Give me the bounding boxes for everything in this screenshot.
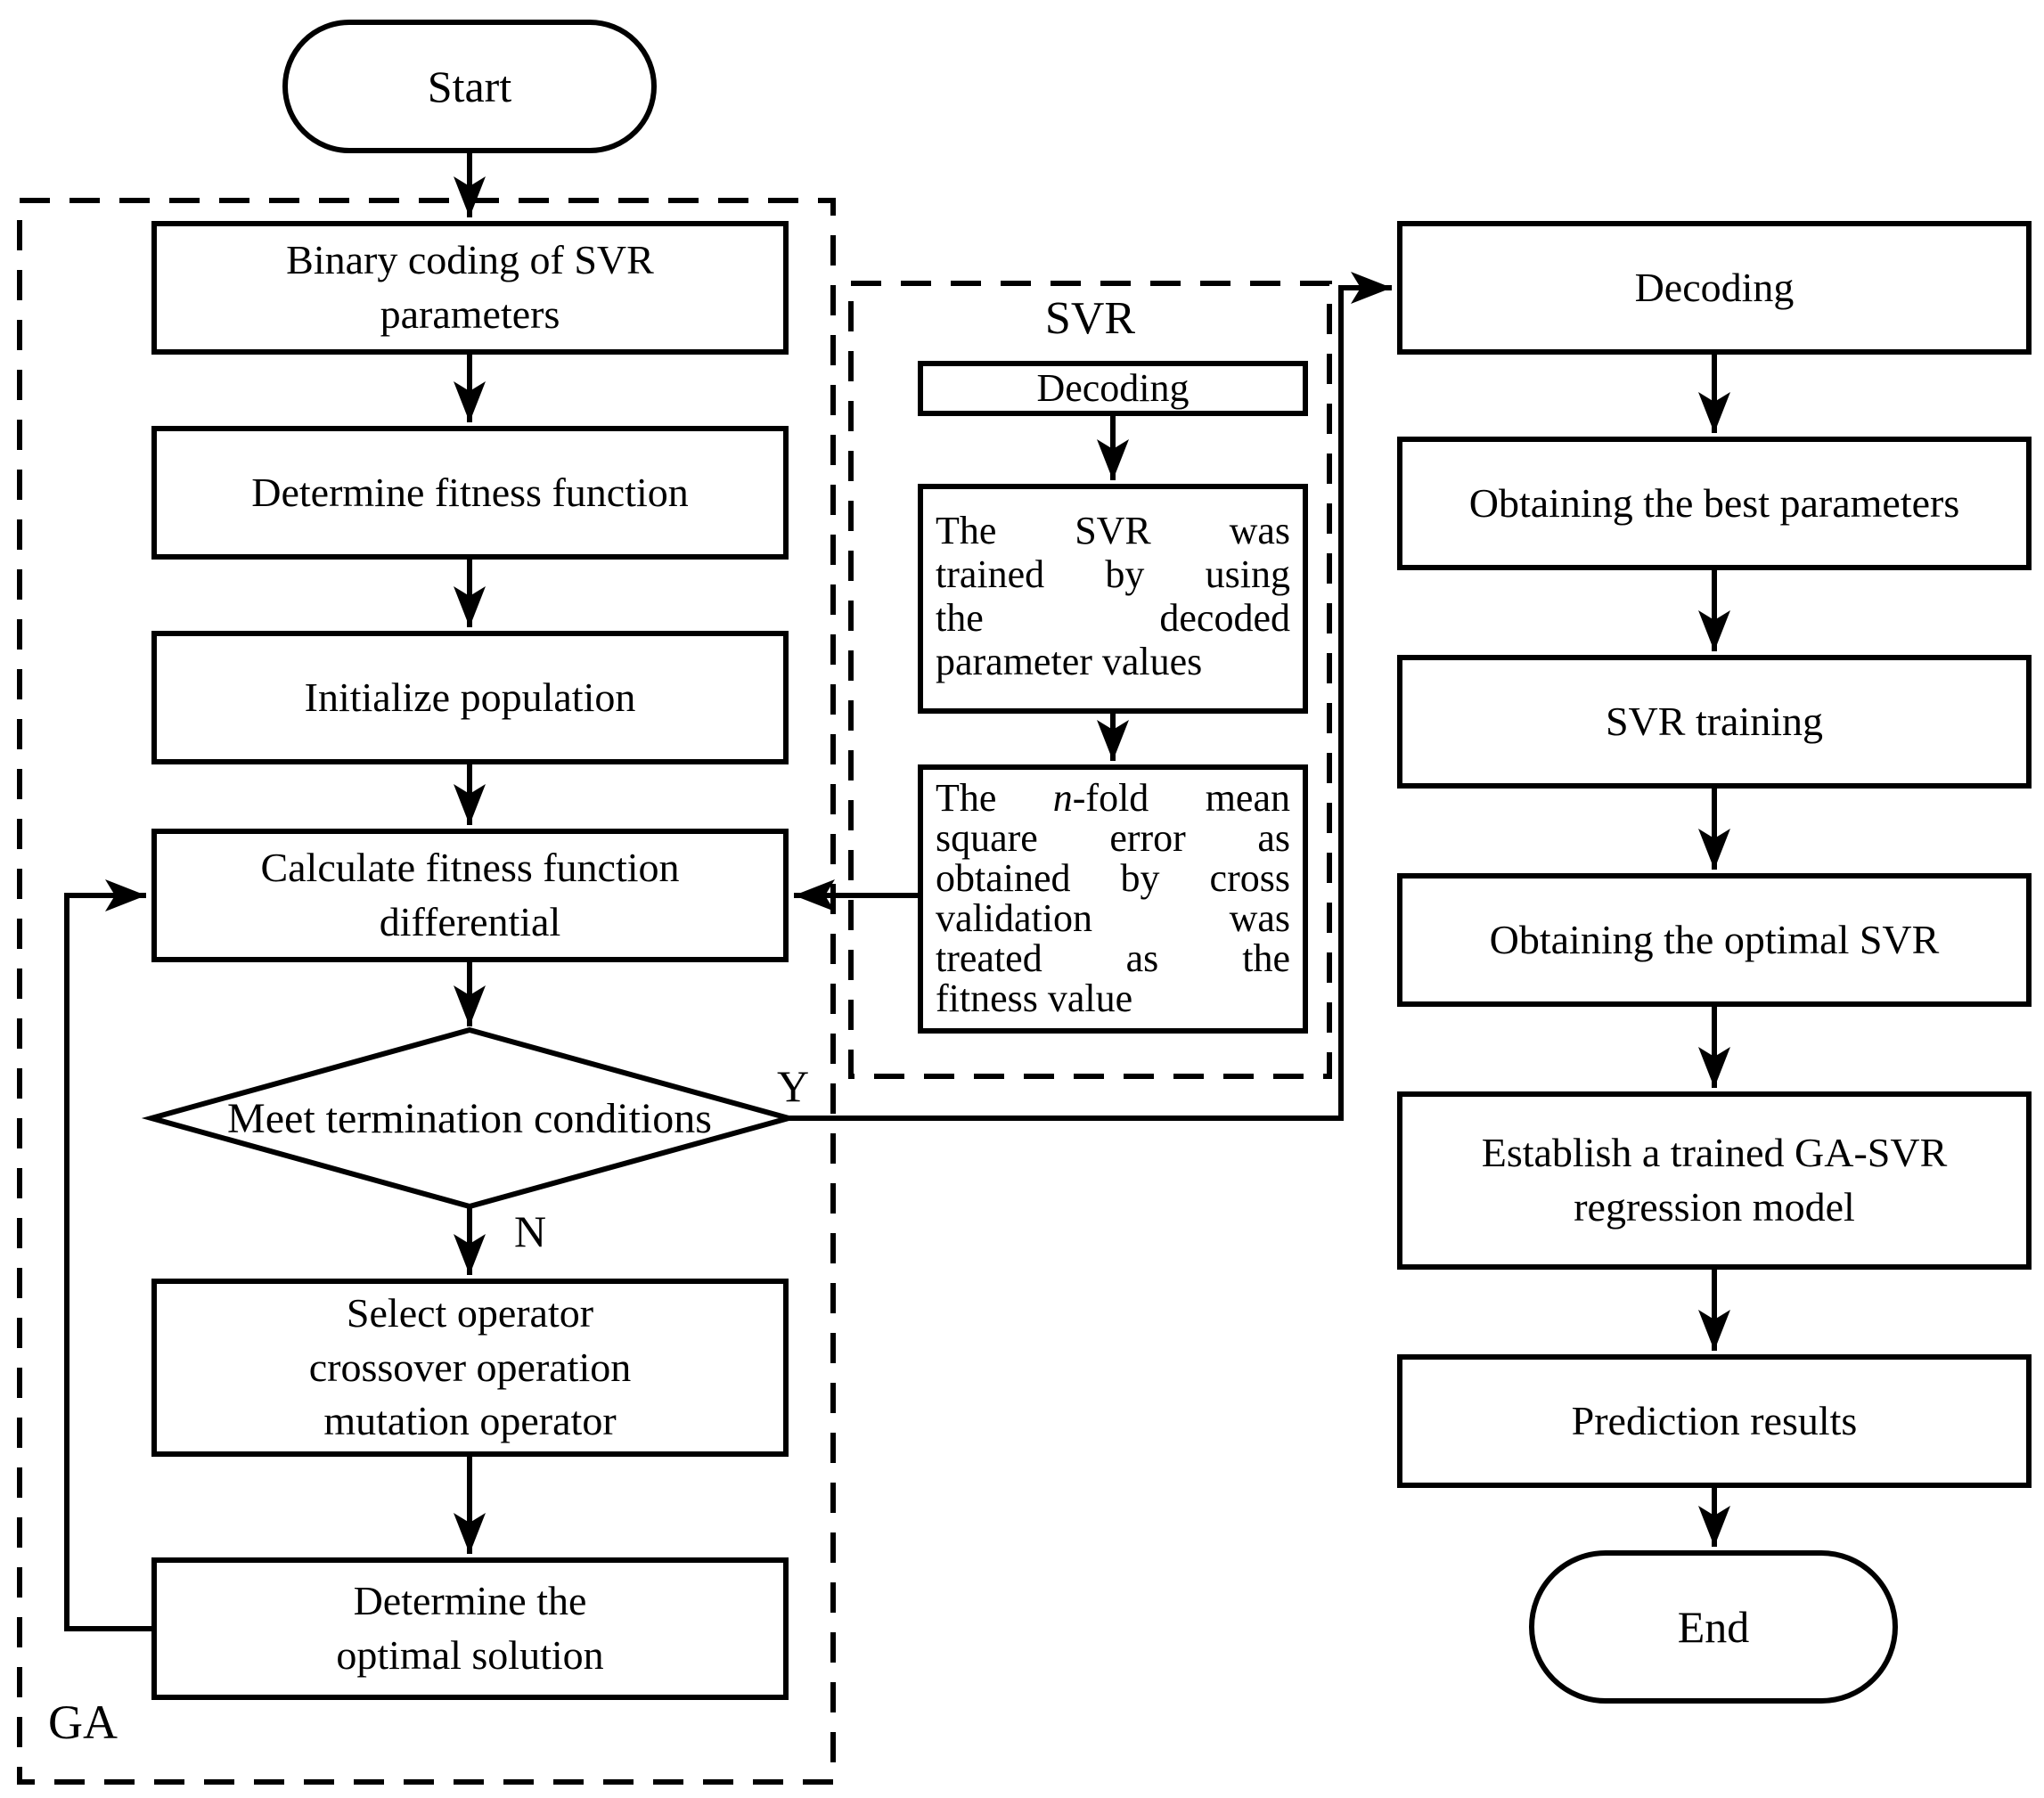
svr-container-label: SVR	[1044, 292, 1136, 344]
decision-label: Meet termination conditions	[227, 1094, 712, 1142]
process-binary-coding-line2: parameters	[380, 291, 560, 337]
arrow-decision-yes-to-decoding	[789, 272, 1392, 1121]
decision-yes-label: Y	[776, 1061, 810, 1111]
process-genetic-operators-line1: Select operator	[346, 1289, 594, 1336]
process-calculate-fitness: Calculate fitness function differential	[151, 829, 789, 962]
feedback-loop-optimal-to-calc	[64, 879, 151, 1631]
process-prediction-results: Prediction results	[1397, 1354, 2032, 1488]
svr-dashed-container	[848, 281, 1332, 1079]
process-svr-training: SVR training	[1397, 655, 2032, 789]
process-decoding-label: Decoding	[1634, 264, 1795, 310]
ga-container-label: GA	[48, 1696, 118, 1749]
decision-no-label: N	[513, 1206, 547, 1256]
process-establish-model: Establish a trained GA-SVR regression mo…	[1397, 1091, 2032, 1270]
process-genetic-operators-line3: mutation operator	[323, 1398, 617, 1444]
process-svr-decoding-label: Decoding	[1036, 365, 1190, 410]
process-determine-fitness-label: Determine fitness function	[251, 469, 689, 515]
process-initialize-population: Initialize population	[151, 631, 789, 764]
process-initialize-population-label: Initialize population	[304, 674, 636, 720]
process-optimal-svr-label: Obtaining the optimal SVR	[1489, 916, 1940, 962]
process-prediction-results-label: Prediction results	[1571, 1397, 1858, 1443]
process-determine-optimal-line2: optimal solution	[336, 1632, 604, 1678]
start-terminator: Start	[282, 20, 657, 153]
process-genetic-operators: Select operator crossover operation muta…	[151, 1279, 789, 1457]
process-establish-model-line1: Establish a trained GA-SVR	[1481, 1130, 1948, 1176]
process-decoding: Decoding	[1397, 221, 2032, 355]
process-establish-model-line2: regression model	[1574, 1184, 1855, 1230]
process-optimal-svr: Obtaining the optimal SVR	[1397, 873, 2032, 1007]
process-determine-optimal-line1: Determine the	[353, 1578, 587, 1624]
process-calculate-fitness-line1: Calculate fitness function	[260, 845, 680, 891]
ga-dashed-container	[17, 198, 836, 1785]
process-best-parameters-label: Obtaining the best parameters	[1468, 479, 1960, 526]
start-label: Start	[427, 61, 512, 111]
process-determine-fitness: Determine fitness function	[151, 426, 789, 560]
process-genetic-operators-line2: crossover operation	[308, 1344, 632, 1390]
process-svr-decoding: Decoding	[918, 361, 1308, 416]
process-best-parameters: Obtaining the best parameters	[1397, 437, 2032, 570]
process-binary-coding-line1: Binary coding of SVR	[286, 237, 654, 283]
end-terminator: End	[1529, 1550, 1898, 1704]
end-label: End	[1677, 1602, 1750, 1652]
process-binary-coding: Binary coding of SVR parameters	[151, 221, 789, 355]
process-calculate-fitness-line2: differential	[379, 899, 561, 944]
process-svr-training-label: SVR training	[1605, 698, 1824, 744]
process-determine-optimal: Determine the optimal solution	[151, 1557, 789, 1700]
